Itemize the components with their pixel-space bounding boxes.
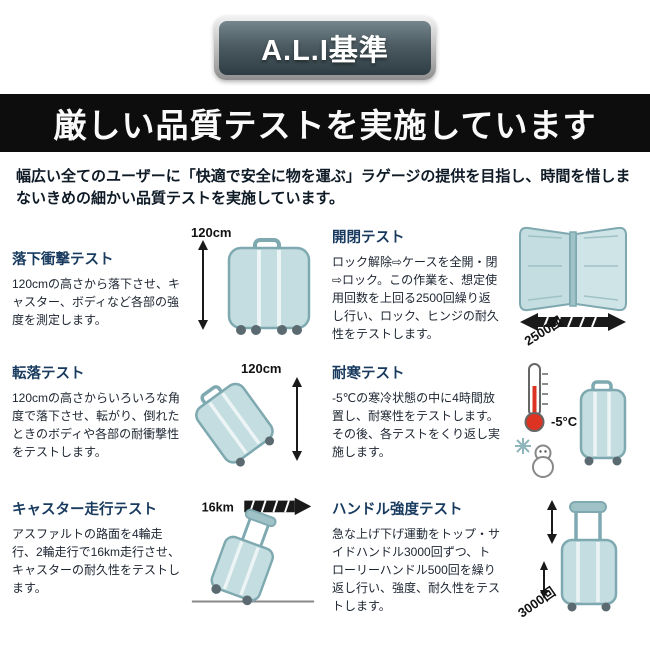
distance-label: 16km (202, 500, 234, 514)
open-close-test-illustration: 2500回 (508, 224, 638, 350)
snowman-icon (532, 444, 554, 478)
test-caster-text: キャスター走行テスト アスファルトの路面を4輪走行、2輪走行で16km走行させ、… (12, 496, 182, 622)
snowflake-icon (515, 437, 531, 454)
test-title: ハンドル強度テスト (332, 501, 463, 518)
suitcase-front-icon (579, 379, 627, 465)
handle-test-illustration: 3000回 (508, 496, 638, 622)
test-open-close: 開閉テスト ロック解除⇨ケースを全開・閉⇨ロック。この作業を、想定使用回数を上回… (332, 224, 638, 350)
badge-text: A.L.I基準 (261, 35, 389, 67)
tumble-test-illustration: 120cm (188, 360, 318, 486)
test-open-close-text: 開閉テスト ロック解除⇨ケースを全開・閉⇨ロック。この作業を、想定使用回数を上回… (332, 224, 502, 350)
test-caster-run: キャスター走行テスト アスファルトの路面を4輪走行、2輪走行で16km走行させ、… (12, 496, 318, 622)
test-description: アスファルトの路面を4輪走行、2輪走行で16km走行させ、キャスターの耐久性をテ… (12, 526, 181, 595)
handle-test-svg: 3000回 (515, 499, 618, 620)
test-description: ロック解除⇨ケースを全開・閉⇨ロック。この作業を、想定使用回数を上回る2500回… (332, 254, 499, 341)
trolley-handle-icon (569, 500, 607, 542)
open-suitcase-icon (519, 226, 627, 311)
test-drop-impact: 落下衝撃テスト 120cmの高さから落下させ、キャスター、ボディなど各部の強度を… (12, 224, 318, 350)
test-handle-text: ハンドル強度テスト 急な上げ下げ運動をトップ・サイドハンドル3000回ずつ、トロ… (332, 496, 502, 622)
drop-height-label: 120cm (191, 225, 231, 240)
test-cold-resistance: 耐寒テスト -5℃の寒冷状態の中に4時間放置し、耐寒性をテストします。その後、各… (332, 360, 638, 486)
rolling-suitcase-icon (210, 508, 277, 605)
open-close-test-svg: 2500回 (519, 226, 627, 348)
vertical-arrow-icon (198, 239, 208, 330)
ali-standard-badge: A.L.I基準 (214, 16, 436, 80)
test-description: -5℃の寒冷状態の中に4時間放置し、耐寒性をテストします。その後、各テストをくり… (332, 390, 501, 459)
small-up-down-arrow-icon (540, 560, 548, 599)
test-description: 急な上げ下げ運動をトップ・サイドハンドル3000回ずつ、トローリーハンドル500… (332, 526, 501, 613)
cold-test-svg: -5°C (515, 362, 627, 478)
suitcase-front-icon (560, 538, 618, 611)
test-title: 耐寒テスト (332, 365, 405, 382)
page-title: 厳しい品質テストを実施しています (53, 107, 597, 144)
test-title: キャスター走行テスト (12, 501, 157, 518)
headline-banner: 厳しい品質テストを実施しています (0, 94, 650, 152)
caster-test-svg: 16km (191, 497, 315, 605)
test-cold-text: 耐寒テスト -5℃の寒冷状態の中に4時間放置し、耐寒性をテストします。その後、各… (332, 360, 502, 486)
test-tumble: 転落テスト 120cmの高さからいろいろな角度で落下させ、転がり、倒れたときのボ… (12, 360, 318, 486)
drop-test-svg: 120cm (191, 225, 311, 335)
suitcase-front-icon (227, 237, 311, 335)
test-title: 開閉テスト (332, 229, 405, 246)
test-title: 落下衝撃テスト (12, 251, 114, 268)
tilted-suitcase-icon (195, 382, 275, 467)
tumble-test-svg: 120cm (195, 361, 302, 467)
striped-double-arrow-icon (520, 312, 626, 331)
cold-test-illustration: -5°C (508, 360, 638, 486)
up-down-arrow-icon (547, 499, 557, 544)
vertical-arrow-icon (292, 376, 302, 461)
test-drop-impact-text: 落下衝撃テスト 120cmの高さから落下させ、キャスター、ボディなど各部の強度を… (12, 224, 182, 350)
thermometer-icon (524, 362, 548, 432)
tests-grid: 落下衝撃テスト 120cmの高さから落下させ、キャスター、ボディなど各部の強度を… (0, 218, 650, 622)
drop-test-illustration: 120cm (188, 224, 318, 350)
test-title: 転落テスト (12, 365, 85, 382)
handle-count-label: 3000回 (515, 584, 558, 620)
test-description: 120cmの高さから落下させ、キャスター、ボディなど各部の強度を測定します。 (12, 276, 181, 327)
intro-text: 幅広い全てのユーザーに「快適で安全に物を運ぶ」ラゲージの提供を目指し、時間を惜し… (16, 168, 631, 207)
ali-standard-badge-inner: A.L.I基準 (219, 21, 431, 75)
test-description: 120cmの高さからいろいろな角度で落下させ、転がり、倒れたときのボディや各部の… (12, 390, 181, 459)
temperature-label: -5°C (551, 414, 578, 429)
test-tumble-text: 転落テスト 120cmの高さからいろいろな角度で落下させ、転がり、倒れたときのボ… (12, 360, 182, 486)
caster-test-illustration: 16km (188, 496, 318, 622)
test-handle-strength: ハンドル強度テスト 急な上げ下げ運動をトップ・サイドハンドル3000回ずつ、トロ… (332, 496, 638, 622)
striped-arrow-icon (244, 497, 312, 515)
tumble-height-label: 120cm (241, 361, 281, 376)
